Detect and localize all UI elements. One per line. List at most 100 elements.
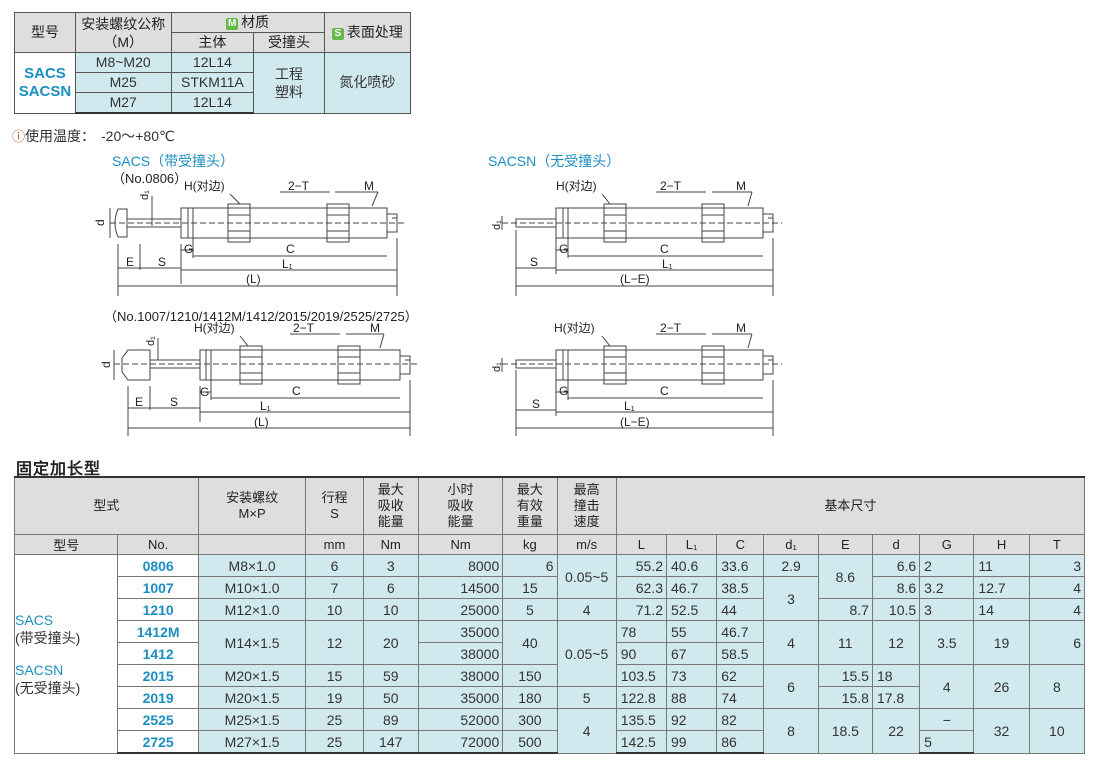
sacsn1-2t-label: 2−T xyxy=(660,179,682,193)
row-no: 1412 xyxy=(117,642,199,665)
unit-hour-energy: Nm xyxy=(417,534,504,555)
header-max-energy-line2: 吸收 xyxy=(377,498,404,513)
mat-body-1: 12L14 xyxy=(170,52,255,73)
row-hour-energy: 35000 xyxy=(417,620,504,643)
sacs1-c-label: C xyxy=(286,242,295,256)
row-G: − xyxy=(919,708,975,731)
row-C: 46.7 xyxy=(716,620,765,643)
header-stroke-line2: S xyxy=(330,506,339,521)
header-max-speed-line2: 撞击 xyxy=(573,498,600,513)
model-sacs-sub: (带受撞头) xyxy=(15,629,81,646)
row-max-energy: 147 xyxy=(362,730,419,754)
row-G: 5 xyxy=(919,730,975,754)
row-stroke: 6 xyxy=(305,554,364,577)
row-L: 71.2 xyxy=(615,598,668,621)
spec-table: 型式 安装螺纹 M×P 行程 S 最大 吸收 能量 小时 吸收 能量 最大 有效… xyxy=(13,476,1086,754)
row-C: 38.5 xyxy=(716,576,765,599)
sacsn2-c-label: C xyxy=(660,384,669,398)
row-L: 90 xyxy=(615,642,668,665)
sacsn-top-drawing: d₁ H(对边) 2−T M S G C L₁ (L−E) xyxy=(491,179,782,296)
sacs2-d-label: d xyxy=(100,361,113,368)
sacs2-s-label: S xyxy=(170,395,178,409)
warning-icon: ⓘ xyxy=(12,129,26,144)
sacs1-m-label: M xyxy=(364,179,374,193)
row-E: 8.7 xyxy=(817,598,873,621)
mat-thread-1: M8~M20 xyxy=(74,52,172,73)
row-H: 32 xyxy=(973,708,1030,754)
sacsn2-s-label: S xyxy=(532,397,540,411)
row-speed: 5 xyxy=(556,686,617,709)
row-C: 74 xyxy=(716,686,765,709)
row-hour-energy: 25000 xyxy=(417,598,504,621)
header-max-weight-line2: 有效 xyxy=(516,498,543,513)
row-G: 2 xyxy=(919,554,975,577)
sacs2-h-label: H(对边) xyxy=(194,321,235,335)
dim-header-G: G xyxy=(919,534,975,555)
sacs1-h-label: H(对边) xyxy=(184,179,225,193)
mat-header-material-label: 材质 xyxy=(241,14,270,30)
row-no: 2019 xyxy=(117,686,199,709)
row-L: 55.2 xyxy=(615,554,668,577)
group-diagram-title: （No.1007/1210/1412M/1412/2015/2019/2525/… xyxy=(104,309,418,324)
sacsn1-m-label: M xyxy=(736,179,746,193)
sacs1-2t-label: 2−T xyxy=(288,179,310,193)
sacsn1-l1-label: L₁ xyxy=(662,257,673,271)
sacsn2-d1-label: d₁ xyxy=(491,362,503,372)
row-T: 4 xyxy=(1028,576,1086,599)
row-no: 2725 xyxy=(117,730,199,754)
header-max-weight: 最大 有效 重量 xyxy=(502,476,558,535)
mat-head-material: 工程 塑料 xyxy=(253,52,325,114)
surface-badge-icon: S xyxy=(331,28,344,40)
row-L: 142.5 xyxy=(615,730,668,754)
mat-header-surface-label: 表面处理 xyxy=(346,24,403,40)
mat-header-model: 型号 xyxy=(14,12,76,53)
header-max-speed-line1: 最高 xyxy=(573,482,600,497)
row-G: 3 xyxy=(919,598,975,621)
row-stroke: 10 xyxy=(305,598,364,621)
mat-model-cell: SACS SACSN xyxy=(14,52,76,114)
row-d: 22 xyxy=(871,708,921,754)
row-hour-energy: 8000 xyxy=(417,554,504,577)
row-thread: M20×1.5 xyxy=(197,686,307,709)
mat-thread-3: M27 xyxy=(74,92,172,114)
row-L: 135.5 xyxy=(615,708,668,731)
mat-thread-2: M25 xyxy=(74,72,172,93)
row-hour-energy: 35000 xyxy=(417,686,504,709)
row-G: 3.2 xyxy=(919,576,975,599)
row-L1: 99 xyxy=(665,730,718,754)
row-no: 2015 xyxy=(117,664,199,687)
header-max-weight-line3: 重量 xyxy=(516,514,543,529)
table-row: 2015 M20×1.5 15 59 38000 150 103.5 73 62… xyxy=(15,664,1086,709)
row-T: 3 xyxy=(1028,554,1086,577)
sacs2-m-label: M xyxy=(370,321,380,335)
sacs2-d1-label: d₁ xyxy=(145,336,157,346)
fixed-type-title: 固定加长型 xyxy=(16,461,102,478)
mat-header-thread-line1: 安装螺纹公称 xyxy=(81,15,166,32)
row-d: 6.6 xyxy=(871,554,921,577)
row-no: 2525 xyxy=(117,708,199,731)
row-H: 19 xyxy=(973,620,1030,665)
row-thread: M10×1.0 xyxy=(197,576,307,599)
sacsn2-m-label: M xyxy=(736,321,746,335)
dim-header-d: d xyxy=(871,534,921,555)
header-max-energy: 最大 吸收 能量 xyxy=(362,476,419,535)
sacsn2-h-label: H(对边) xyxy=(554,321,595,335)
row-weight: 6 xyxy=(502,554,558,577)
header-max-weight-line1: 最大 xyxy=(516,482,543,497)
row-d1: 6 xyxy=(763,664,819,709)
row-stroke: 25 xyxy=(305,708,364,731)
model-sacs: SACS xyxy=(15,611,54,628)
row-no: 1007 xyxy=(117,576,199,599)
unit-thread xyxy=(197,534,307,555)
mat-header-head: 受撞头 xyxy=(253,32,325,53)
row-H: 12.7 xyxy=(973,576,1030,599)
row-d: 12 xyxy=(871,620,921,665)
row-L1: 40.6 xyxy=(665,554,718,577)
model-label-cell: SACS (带受撞头) SACSN (无受撞头) xyxy=(13,554,119,754)
row-stroke: 12 xyxy=(305,620,364,665)
dim-header-C: C xyxy=(716,534,765,555)
row-T: 4 xyxy=(1028,598,1086,621)
header-max-energy-line1: 最大 xyxy=(377,482,404,497)
mat-head-material-line1: 工程 xyxy=(275,65,303,82)
